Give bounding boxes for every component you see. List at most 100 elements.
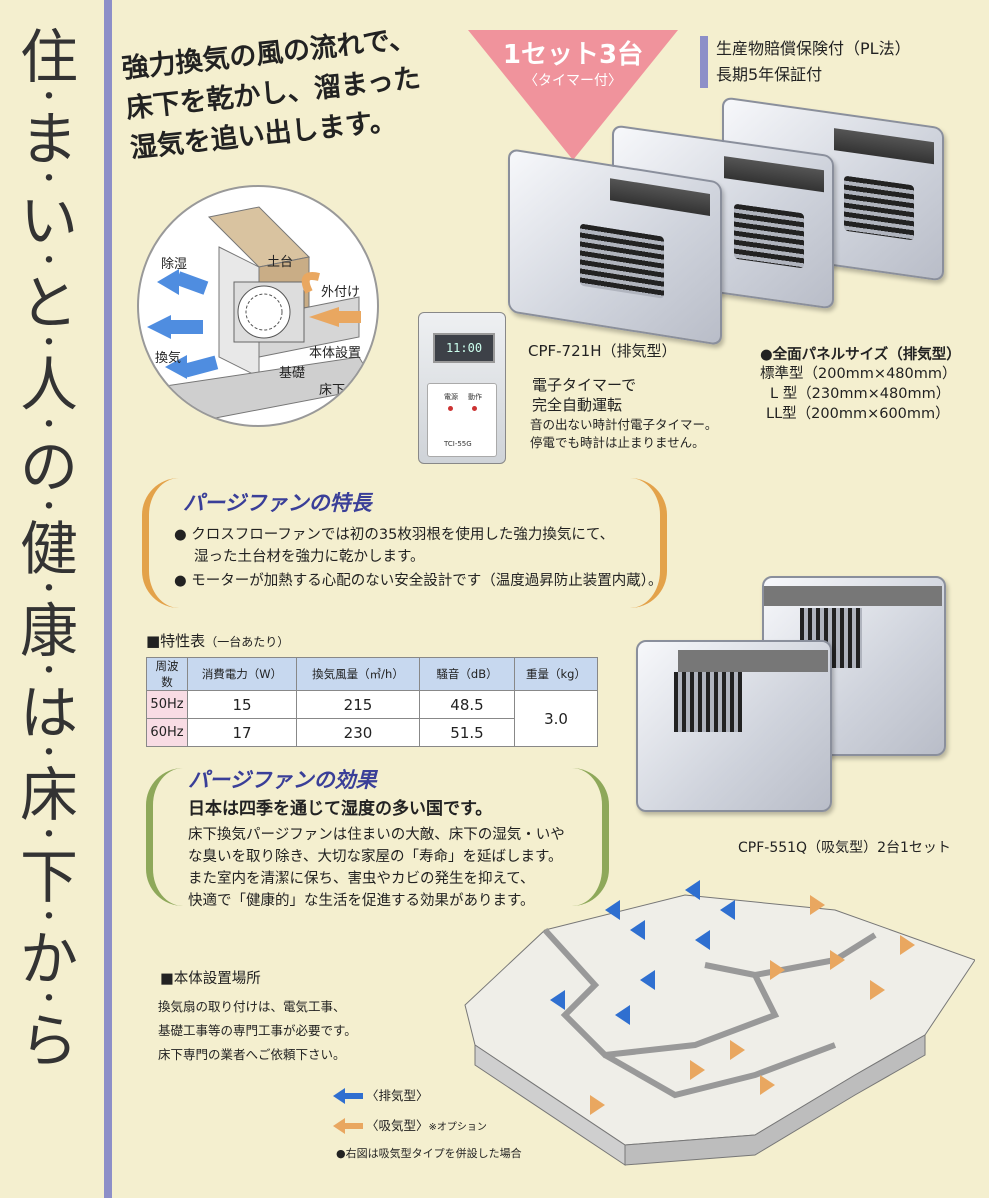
spec-subtitle: （一台あたり） bbox=[205, 635, 290, 649]
features-bracket-right bbox=[630, 478, 667, 608]
title-separator: ・ bbox=[34, 982, 64, 1017]
title-separator: ・ bbox=[34, 244, 64, 279]
timer-led-power-label: 電源 bbox=[444, 393, 458, 401]
electronic-timer: 11:00 電源 動作 TCI-55G bbox=[418, 312, 506, 464]
warranty-block: 生産物賠償保険付（PL法） 長期5年保証付 bbox=[700, 36, 911, 88]
title-separator: ・ bbox=[34, 490, 64, 525]
exhaust-arrow-icon bbox=[333, 1088, 363, 1104]
title-separator: ・ bbox=[34, 818, 64, 853]
title-char: ま bbox=[19, 105, 78, 173]
title-separator: ・ bbox=[34, 162, 64, 197]
title-char: 人 bbox=[19, 351, 78, 419]
effects-line-2: な臭いを取り除き、大切な家屋の「寿命」を延ばします。 bbox=[188, 849, 563, 865]
table-row: 50Hz 15 215 48.5 3.0 bbox=[146, 690, 598, 747]
exhaust-model-name: CPF-721H（排気型） bbox=[528, 342, 677, 360]
exhaust-desc-2: 完全自動運転 bbox=[532, 396, 623, 414]
title-separator: ・ bbox=[34, 736, 64, 771]
fan-grill bbox=[674, 672, 742, 732]
warranty-line-2: 長期5年保証付 bbox=[716, 65, 823, 84]
exhaust-fan-panel bbox=[508, 148, 722, 346]
cell-power: 15 bbox=[187, 690, 297, 719]
panel-size-standard: 標準型（200mm×480mm） bbox=[760, 366, 957, 382]
cell-noise: 51.5 bbox=[419, 718, 515, 747]
title-char: か bbox=[19, 925, 78, 993]
install-line-1: 換気扇の取り付けは、電気工事、 bbox=[158, 999, 346, 1014]
label-body-install: 本体設置 bbox=[309, 346, 362, 361]
label-sill: 土台 bbox=[267, 255, 294, 270]
install-line-2: 基礎工事等の専門工事が必要です。 bbox=[158, 1023, 357, 1038]
panel-size-l: L 型（230mm×480mm） bbox=[770, 386, 951, 402]
label-ventilation: 換気 bbox=[155, 351, 182, 366]
spec-title-text: ■特性表 bbox=[146, 632, 206, 650]
spec-title: ■特性表（一台あたり） bbox=[146, 630, 289, 651]
badge-line-1: 1セット3台 bbox=[502, 40, 644, 70]
cell-hz: 60Hz bbox=[146, 718, 188, 747]
intake-fan-panel bbox=[636, 640, 832, 812]
features-bracket-left bbox=[142, 478, 179, 608]
effects-bracket-right bbox=[572, 768, 609, 906]
exhaust-note-2: 停電でも時計は止まりません。 bbox=[530, 435, 705, 450]
cell-noise: 48.5 bbox=[419, 690, 515, 719]
legend-exhaust: 〈排気型〉 bbox=[366, 1088, 429, 1103]
title-separator: ・ bbox=[34, 408, 64, 443]
title-char: は bbox=[19, 679, 78, 747]
legend-option: ※オプション bbox=[428, 1122, 487, 1133]
title-char: の bbox=[19, 433, 78, 501]
legend-intake-label: 〈吸気型〉 bbox=[366, 1118, 429, 1133]
col-header: 換気風量（㎥/h） bbox=[296, 657, 420, 691]
title-char: 康 bbox=[19, 597, 78, 665]
label-external: 外付け bbox=[321, 285, 361, 300]
led-icon bbox=[448, 406, 453, 411]
fan-housing bbox=[724, 156, 824, 193]
floor-plan-diagram bbox=[464, 880, 975, 1166]
timer-led-run-label: 動作 bbox=[468, 393, 482, 401]
led-icon bbox=[472, 406, 477, 411]
spec-table: 周波数 消費電力（W） 換気風量（㎥/h） 騒音（dB） 重量（kg） 50Hz… bbox=[146, 657, 598, 747]
title-separator: ・ bbox=[34, 900, 64, 935]
installation-diagram-drawing bbox=[147, 206, 377, 425]
exhaust-note-1: 音の出ない時計付電子タイマー。 bbox=[530, 417, 718, 432]
title-separator: ・ bbox=[34, 654, 64, 689]
feature-item-1-cont: 湿った土台材を強力に乾かします。 bbox=[194, 549, 425, 565]
effects-lead: 日本は四季を通じて湿度の多い国です。 bbox=[188, 799, 493, 819]
effects-bracket-left bbox=[146, 768, 183, 906]
timer-model-label: TCI-55G bbox=[444, 440, 472, 448]
effects-line-3: また室内を清潔に保ち、害虫やカビの発生を抑えて、 bbox=[188, 871, 535, 887]
table-header-row: 周波数 消費電力（W） 換気風量（㎥/h） 騒音（dB） 重量（kg） bbox=[146, 657, 598, 691]
label-dehumid: 除湿 bbox=[161, 257, 188, 272]
badge-line-2: 〈タイマー付〉 bbox=[524, 73, 622, 89]
cell-power: 17 bbox=[187, 718, 297, 747]
title-separator: ・ bbox=[34, 572, 64, 607]
timer-front-panel: 電源 動作 TCI-55G bbox=[427, 383, 497, 457]
panel-size-title: ●全面パネルサイズ（排気型） bbox=[760, 347, 961, 363]
feature-item-2: ● モーターが加熱する心配のない安全設計です（温度過昇防止装置内蔵）。 bbox=[174, 573, 663, 589]
title-char: 下 bbox=[19, 843, 78, 911]
vertical-title: 住・ま・い・と・人・の・健・康・は・床・下・か・ら bbox=[14, 28, 84, 1070]
cell-airflow: 215 bbox=[296, 690, 420, 719]
feature-item-1: ● クロスフローファンでは初の35枚羽根を使用した強力換気にて、 bbox=[174, 527, 615, 543]
label-under-floor: 床下 bbox=[319, 383, 346, 398]
col-header: 周波数 bbox=[146, 657, 188, 691]
cell-airflow: 230 bbox=[296, 718, 420, 747]
col-header: 重量（kg） bbox=[514, 657, 598, 691]
installation-diagram: 除湿 換気 土台 外付け 本体設置 基礎 床下 bbox=[137, 185, 379, 427]
title-char: 床 bbox=[19, 761, 78, 829]
exhaust-desc-1: 電子タイマーで bbox=[532, 376, 637, 394]
headline: 強力換気の風の流れで、 床下を乾かし、溜まった 湿気を追い出します。 bbox=[120, 16, 461, 170]
title-char: 健 bbox=[19, 515, 78, 583]
install-title: ■本体設置場所 bbox=[160, 971, 261, 987]
intake-arrow-icon bbox=[333, 1118, 363, 1134]
fan-housing bbox=[678, 650, 828, 672]
fan-housing bbox=[764, 586, 942, 606]
title-char: 住 bbox=[19, 23, 78, 91]
col-header: 消費電力（W） bbox=[187, 657, 297, 691]
timer-display: 11:00 bbox=[433, 333, 495, 363]
intake-model-name: CPF-551Q（吸気型）2台1セット bbox=[738, 840, 951, 856]
title-char: と bbox=[19, 269, 78, 337]
warranty-line-1: 生産物賠償保険付（PL法） bbox=[716, 39, 911, 58]
intake-arrows bbox=[590, 895, 915, 1115]
fan-grill bbox=[734, 203, 804, 269]
cell-hz: 50Hz bbox=[146, 690, 188, 719]
title-separator: ・ bbox=[34, 326, 64, 361]
effects-heading: パージファンの効果 bbox=[188, 768, 377, 792]
